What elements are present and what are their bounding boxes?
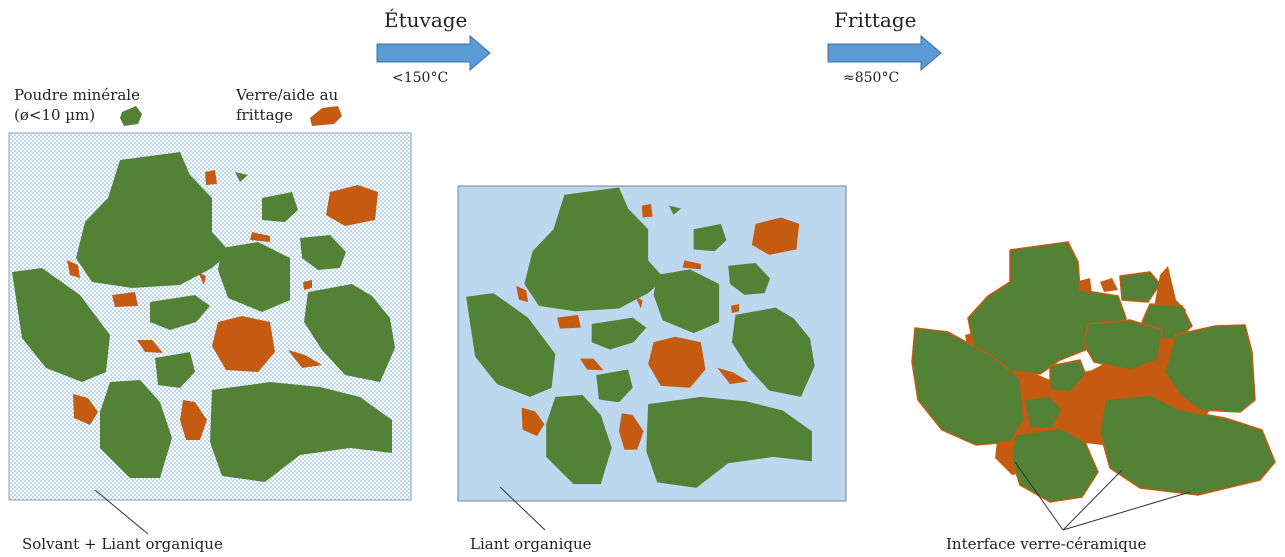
- leader-line-solvent: [94, 489, 149, 535]
- panel-slurry: [8, 132, 412, 535]
- drying-arrow: [376, 34, 491, 72]
- panel-dried: [457, 185, 847, 531]
- caption-solvent-binder: Solvant + Liant organique: [22, 535, 223, 553]
- sintering-arrow: [827, 34, 942, 72]
- sintering-step-temp: ≈850°C: [843, 70, 900, 86]
- legend-glass-line2: frittage: [236, 106, 293, 124]
- drying-step-temp: <150°C: [392, 70, 449, 86]
- glass-swatch: [310, 106, 342, 126]
- legend-powder-line2: (ø<10 µm): [14, 106, 96, 124]
- legend-glass: Verre/aide au frittage: [236, 85, 338, 125]
- panel-sintered: [911, 241, 1276, 531]
- legend-powder-line1: Poudre minérale: [14, 86, 140, 104]
- leader-line-binder: [499, 486, 546, 531]
- sintering-step-title: Frittage: [834, 8, 917, 32]
- leader-lines-interface: [1014, 461, 1191, 531]
- legend-powder: Poudre minérale (ø<10 µm): [14, 85, 140, 125]
- legend-glass-line1: Verre/aide au: [236, 86, 339, 104]
- caption-binder: Liant organique: [470, 535, 592, 553]
- sintered-grains: [911, 241, 1276, 503]
- drying-step-title: Étuvage: [384, 8, 468, 32]
- powder-swatch: [120, 106, 142, 126]
- caption-glass-ceramic-interface: Interface verre-céramique: [946, 535, 1147, 553]
